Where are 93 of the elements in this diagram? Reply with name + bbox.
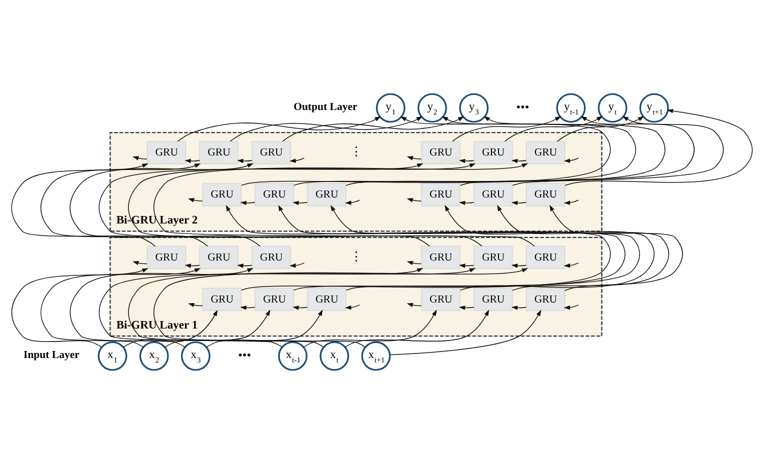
node-box: GRU bbox=[146, 141, 186, 164]
node-box: GRU bbox=[421, 288, 460, 311]
arrow bbox=[459, 158, 474, 164]
arrow bbox=[278, 204, 626, 290]
arrow bbox=[511, 158, 527, 164]
node-box: GRU bbox=[421, 141, 460, 164]
node-box: GRU bbox=[473, 288, 513, 311]
node-box: GRU bbox=[526, 141, 566, 164]
arrow bbox=[564, 304, 579, 310]
node-box: GRU bbox=[526, 288, 566, 311]
node-box: GRU bbox=[199, 246, 238, 269]
arrow bbox=[444, 204, 655, 291]
arrow bbox=[346, 116, 666, 186]
arrow bbox=[40, 163, 208, 247]
arrow bbox=[504, 116, 603, 142]
node-circle: x$_{t+1}$ bbox=[361, 341, 391, 371]
node-box: GRU bbox=[146, 246, 186, 269]
arrow bbox=[122, 310, 218, 348]
arrow bbox=[240, 200, 256, 206]
label: Output Layer bbox=[294, 101, 358, 114]
node-box: GRU bbox=[254, 183, 294, 206]
node-circle: y$_{2}$ bbox=[418, 93, 447, 123]
node-box: GRU bbox=[473, 141, 513, 164]
node-box: GRU bbox=[254, 288, 294, 311]
arrow bbox=[164, 310, 270, 348]
arrow bbox=[452, 116, 562, 142]
label: ⋮ bbox=[350, 249, 362, 264]
arrow bbox=[330, 204, 640, 290]
arrow bbox=[128, 163, 482, 247]
node-box: GRU bbox=[473, 183, 513, 206]
arrow bbox=[11, 268, 148, 348]
node-box: GRU bbox=[421, 183, 460, 206]
arrow bbox=[293, 116, 636, 186]
arrow bbox=[132, 156, 148, 160]
label: Input Layer bbox=[24, 349, 80, 362]
arrow bbox=[282, 116, 464, 142]
arrow bbox=[230, 116, 423, 142]
node-box: GRU bbox=[307, 288, 346, 311]
node-box: GRU bbox=[252, 246, 291, 269]
arrow bbox=[292, 200, 308, 206]
arrow bbox=[345, 200, 360, 205]
arrow bbox=[345, 304, 360, 310]
arrow bbox=[564, 262, 579, 268]
node-circle: y$_{t+1}$ bbox=[639, 93, 669, 123]
node-box: GRU bbox=[526, 183, 566, 206]
arrow bbox=[226, 204, 611, 290]
arrow bbox=[556, 116, 644, 142]
arrow bbox=[237, 158, 252, 164]
arrow bbox=[511, 200, 527, 206]
arrow bbox=[290, 158, 305, 163]
label: ⋮ bbox=[350, 144, 362, 159]
label: ••• bbox=[516, 100, 530, 114]
arrow bbox=[98, 163, 430, 247]
node-box: GRU bbox=[473, 246, 513, 269]
node-box: GRU bbox=[202, 288, 242, 311]
arrow bbox=[177, 116, 381, 142]
node-circle: x$_{t}$ bbox=[320, 341, 350, 371]
arrow bbox=[188, 198, 203, 202]
node-circle: y$_{t-1}$ bbox=[556, 93, 586, 123]
arrow bbox=[406, 198, 422, 202]
node-circle: y$_{t}$ bbox=[598, 93, 628, 123]
arrow bbox=[390, 310, 542, 356]
node-circle: x$_{t-1}$ bbox=[278, 341, 308, 371]
arrow bbox=[512, 116, 724, 186]
arrow bbox=[564, 158, 579, 163]
node-box: GRU bbox=[202, 183, 242, 206]
label: ••• bbox=[238, 348, 252, 362]
arrow bbox=[564, 108, 753, 186]
arrow bbox=[303, 310, 437, 348]
arrow bbox=[564, 200, 579, 205]
arrow bbox=[241, 116, 611, 186]
node-circle: x$_{2}$ bbox=[139, 341, 169, 371]
arrow bbox=[460, 116, 694, 186]
arrow bbox=[184, 158, 200, 164]
node-box: GRU bbox=[252, 141, 291, 164]
arrow bbox=[153, 163, 535, 247]
node-box: GRU bbox=[199, 141, 238, 164]
arrow bbox=[70, 163, 260, 247]
arrow bbox=[550, 204, 683, 291]
arrow bbox=[497, 204, 670, 291]
node-box: GRU bbox=[421, 246, 460, 269]
arrow bbox=[206, 310, 323, 348]
arrow bbox=[290, 262, 305, 268]
node-box: GRU bbox=[307, 183, 346, 206]
node-circle: x$_{3}$ bbox=[181, 341, 210, 371]
arrow bbox=[459, 200, 474, 206]
arrow bbox=[406, 156, 422, 160]
node-box: GRU bbox=[526, 246, 566, 269]
arrow bbox=[40, 268, 201, 348]
arrow bbox=[70, 268, 254, 348]
arrow bbox=[344, 310, 490, 348]
node-circle: x$_{1}$ bbox=[98, 341, 128, 371]
arrow bbox=[11, 163, 156, 247]
